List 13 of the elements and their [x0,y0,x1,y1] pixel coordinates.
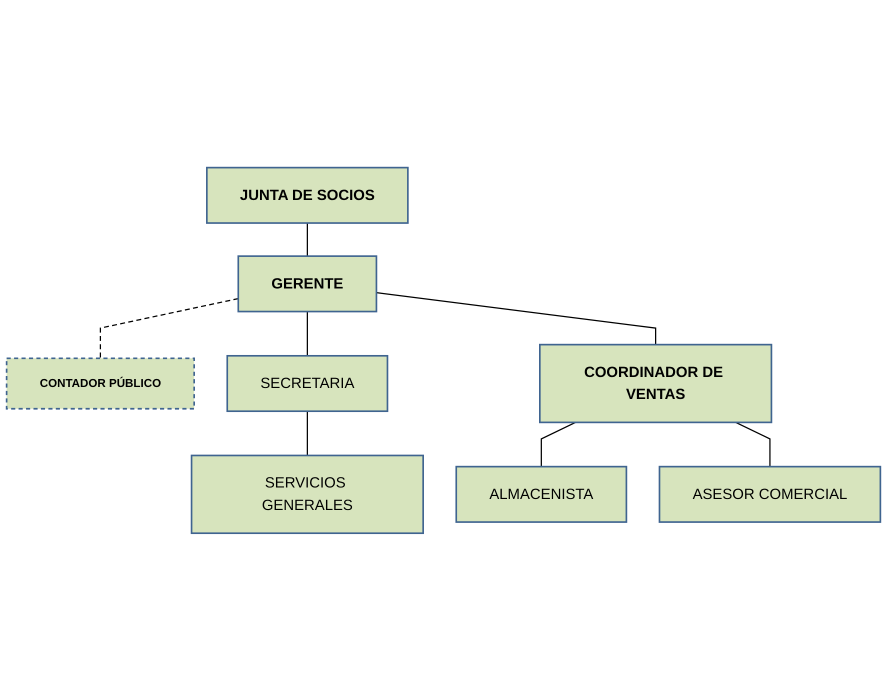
node-box: COORDINADOR DE VENTAS [539,343,772,423]
connector [306,410,308,456]
connector [100,298,238,358]
node-box: ASESOR COMERCIAL [658,465,882,522]
node-box: JUNTA DE SOCIOS [206,166,409,224]
node-box: ALMACENISTA [455,465,628,522]
connector [376,292,656,344]
connector [306,311,308,356]
node-box: SECRETARIA [226,354,388,412]
node-box: CONTADOR PÚBLICO [6,357,195,410]
node-box: SERVICIOS GENERALES [190,454,424,534]
connector [306,222,308,256]
node-box: GERENTE [237,254,378,312]
